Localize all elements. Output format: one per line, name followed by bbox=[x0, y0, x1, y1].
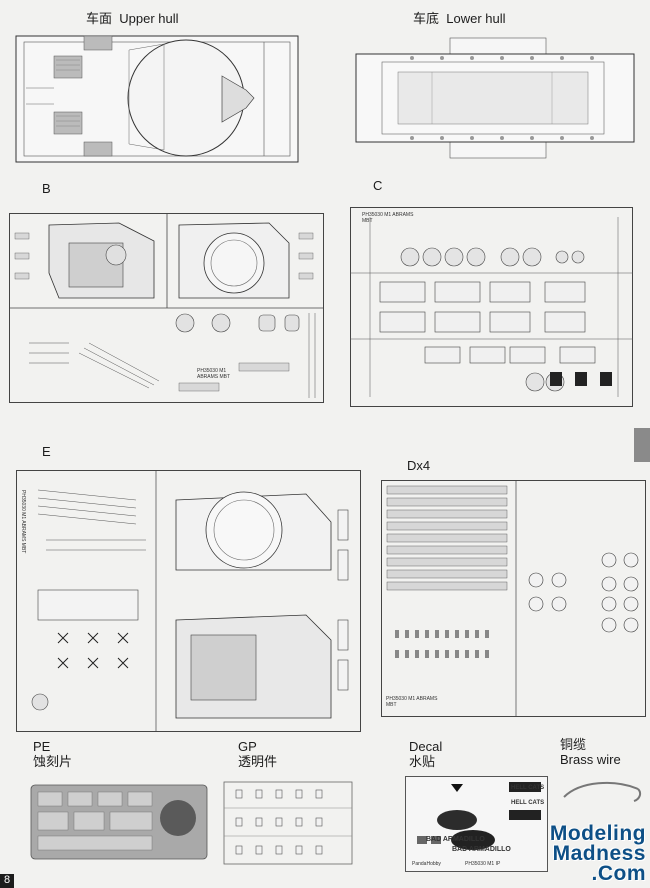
watermark-logo: Modeling Madness .Com bbox=[549, 822, 646, 885]
decal-hell-cats-2: HELL CATS bbox=[511, 800, 545, 806]
decal-bad-armadillo-1: BAD ARMADILLO bbox=[426, 836, 485, 843]
sprue-e-drawing bbox=[31, 470, 349, 732]
sprue-d-drawing bbox=[386, 480, 639, 717]
brass-label-cn: 铜缆 bbox=[560, 737, 587, 752]
sprue-c-drawing bbox=[350, 217, 633, 397]
sprue-c-code: PH35030 M1 ABRAMS MBT bbox=[362, 212, 414, 224]
sprue-c-label: C bbox=[373, 178, 383, 193]
pe-fret bbox=[30, 784, 208, 860]
brass-label-en: Brass wire bbox=[560, 752, 621, 767]
upper-hull-title-cn: 车面 bbox=[86, 11, 113, 26]
page-number: 8 bbox=[0, 874, 14, 888]
page-side-tab bbox=[634, 428, 650, 462]
upper-hull-title-en: Upper hull bbox=[119, 11, 179, 26]
watermark-line-1: Modeling bbox=[549, 822, 646, 845]
lower-hull-title: 车底 Lower hull bbox=[413, 8, 506, 27]
watermark-line-2: Madness bbox=[552, 842, 646, 865]
sprue-e-label: E bbox=[42, 444, 51, 459]
gp-label-cn: 透明件 bbox=[238, 754, 278, 769]
upper-hull-vent-left bbox=[53, 35, 113, 157]
sprue-d-frame bbox=[381, 480, 646, 717]
gp-label: GP 透明件 bbox=[238, 739, 277, 769]
pe-label: PE 蚀刻片 bbox=[33, 739, 72, 769]
decal-code: PH35030 M1 IP bbox=[465, 861, 501, 867]
decal-label-en: Decal bbox=[409, 739, 443, 754]
lower-hull-title-en: Lower hull bbox=[446, 11, 506, 26]
gp-label-en: GP bbox=[238, 739, 257, 754]
decal-maker: PandaHobby bbox=[412, 861, 441, 867]
watermark-line-3: .Com bbox=[591, 862, 646, 885]
gp-sprue bbox=[223, 781, 353, 865]
lower-hull-drawing bbox=[355, 37, 635, 159]
sprue-e-code: PH35030 M1 ABRAMS MBT bbox=[20, 490, 26, 554]
sprue-d-label: Dx4 bbox=[407, 458, 431, 473]
brass-label: 铜缆 Brass wire bbox=[560, 737, 621, 767]
decal-hell-cats-1: HELL CATS bbox=[511, 785, 545, 791]
decal-artwork bbox=[417, 782, 541, 850]
decal-label-cn: 水贴 bbox=[409, 754, 436, 769]
upper-hull-drawing bbox=[15, 35, 299, 163]
brass-wire bbox=[563, 781, 642, 802]
sprue-b-code: PH35030 M1 ABRAMS MBT bbox=[197, 368, 231, 380]
lower-hull-title-cn: 车底 bbox=[413, 11, 440, 26]
sprue-c-frame bbox=[350, 207, 633, 407]
pe-label-en: PE bbox=[33, 739, 51, 754]
sprue-b-drawing bbox=[9, 213, 324, 398]
sprue-b-label: B bbox=[42, 181, 51, 196]
upper-hull-title: 车面 Upper hull bbox=[86, 8, 179, 27]
decal-label: Decal 水贴 bbox=[409, 739, 442, 769]
decal-bad-armadillo-2: BAD ARMADILLO bbox=[452, 846, 511, 853]
sprue-d-code: PH35030 M1 ABRAMS MBT bbox=[386, 696, 438, 708]
sprue-e-frame bbox=[16, 470, 361, 732]
pe-label-cn: 蚀刻片 bbox=[33, 754, 73, 769]
